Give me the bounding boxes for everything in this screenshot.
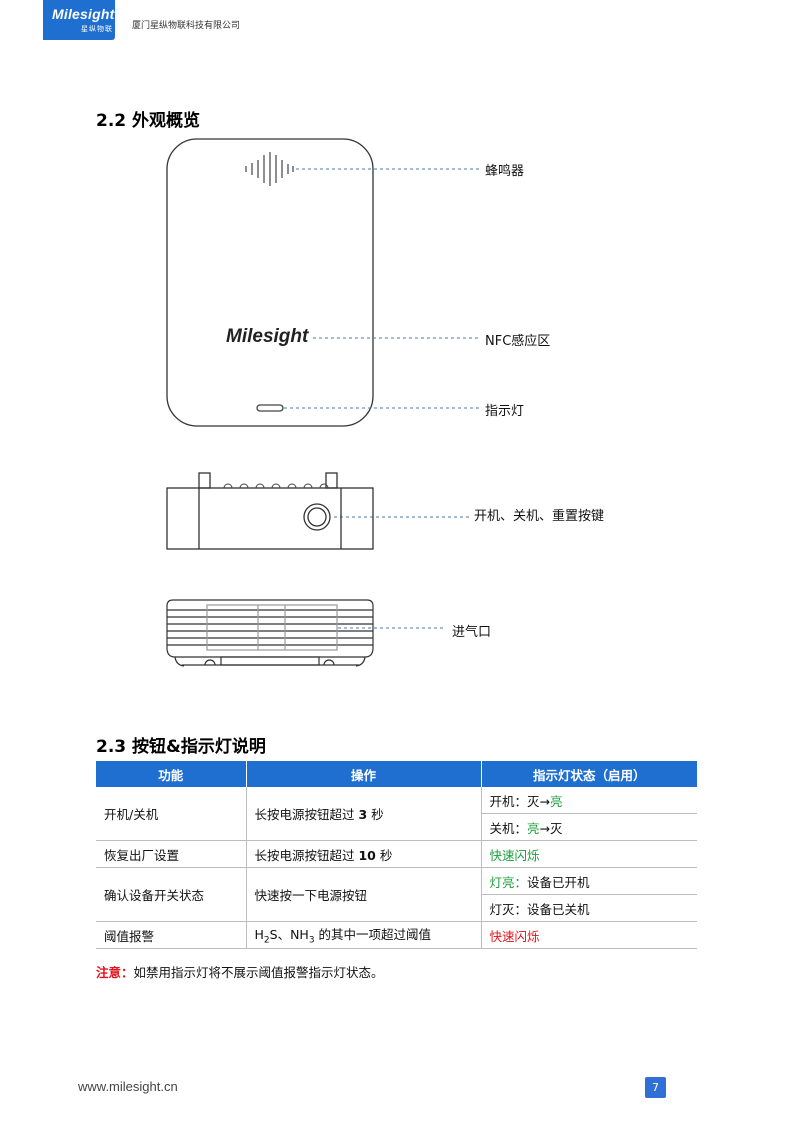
section-title-appearance: 2.2 外观概览 <box>96 111 201 131</box>
table-row: 灯灭：设备已关机 <box>96 894 697 922</box>
power-button-icon <box>303 503 331 531</box>
table-header-row: 功能 操作 指示灯状态（启用） <box>96 761 697 787</box>
table-row: 关机：亮→灭 <box>96 813 697 841</box>
callout-nfc: NFC感应区 <box>485 334 551 349</box>
cell-operation: 快速按一下电源按钮 <box>246 867 482 922</box>
device-logo: Milesight <box>226 326 309 347</box>
brand-logo: Milesight 星纵物联 <box>43 0 115 40</box>
button-indicator-table: 功能 操作 指示灯状态（启用） 开机/关机 长按电源按钮超过 3 秒 开机：灭→… <box>96 761 697 949</box>
logo-subtitle: 星纵物联 <box>81 25 113 33</box>
header-indicator-status: 指示灯状态（启用） <box>481 761 697 787</box>
cell-indicator: 快速闪烁 <box>481 840 697 868</box>
table-row: 开机/关机 长按电源按钮超过 3 秒 开机：灭→亮 <box>96 787 697 841</box>
cell-function: 确认设备开关状态 <box>96 867 247 922</box>
header-operation: 操作 <box>246 761 482 787</box>
cell-operation: H2S、NH3 的其中一项超过阈值 <box>246 921 482 949</box>
section-title-buttons: 2.3 按钮&指示灯说明 <box>96 737 266 757</box>
callout-buzzer: 蜂鸣器 <box>485 164 525 179</box>
cell-indicator: 灯亮：设备已开机 <box>481 867 697 895</box>
device-front-view <box>166 138 374 427</box>
callout-air-inlet: 进气口 <box>452 625 492 640</box>
table-row: 确认设备开关状态 快速按一下电源按钮 灯亮：设备已开机 <box>96 867 697 922</box>
note-text: 如禁用指示灯将不展示阈值报警指示灯状态。 <box>133 965 384 980</box>
cell-function: 开机/关机 <box>96 787 247 841</box>
cell-function: 恢复出厂设置 <box>96 840 247 868</box>
note-label: 注意： <box>96 965 134 980</box>
cell-indicator: 快速闪烁 <box>481 921 697 949</box>
table-row: 阈值报警 H2S、NH3 的其中一项超过阈值 快速闪烁 <box>96 921 697 949</box>
buzzer-grille-icon <box>245 152 294 186</box>
page-number: 7 <box>645 1077 666 1098</box>
device-illustration: Milesight <box>166 138 480 667</box>
callout-indicator: 指示灯 <box>485 404 525 419</box>
table-row: 恢复出厂设置 长按电源按钮超过 10 秒 快速闪烁 <box>96 840 697 868</box>
cell-operation: 长按电源按钮超过 10 秒 <box>246 840 482 868</box>
logo-name: Milesight <box>52 6 115 22</box>
company-name: 厦门星纵物联科技有限公司 <box>132 21 241 31</box>
footer-url[interactable]: www.milesight.cn <box>78 1079 178 1094</box>
device-side-view <box>166 472 374 550</box>
cell-indicator: 关机：亮→灭 <box>481 813 697 841</box>
cell-function: 阈值报警 <box>96 921 247 949</box>
header-function: 功能 <box>96 761 247 787</box>
callout-power-button: 开机、关机、重置按键 <box>474 509 605 524</box>
cell-indicator: 灯灭：设备已关机 <box>481 894 697 922</box>
cell-operation: 长按电源按钮超过 3 秒 <box>246 787 482 841</box>
cell-indicator: 开机：灭→亮 <box>481 787 697 814</box>
table-note: 注意：如禁用指示灯将不展示阈值报警指示灯状态。 <box>96 962 384 981</box>
device-bottom-view <box>166 599 374 667</box>
indicator-slot <box>256 404 284 412</box>
